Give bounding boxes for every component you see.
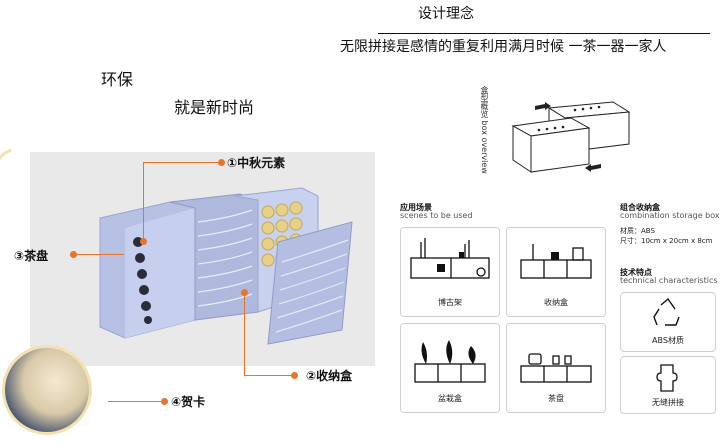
storage-box-icon <box>520 244 592 279</box>
tech-label-seamless: 无缝拼接 <box>652 398 684 407</box>
greeting-card-photo <box>5 348 89 432</box>
tech-card-abs: ABS材质 <box>620 292 716 352</box>
callout-line-2h <box>244 375 295 376</box>
callout-line-1h <box>143 162 225 163</box>
product-photo <box>30 152 375 366</box>
callout-dot-2b <box>291 372 298 379</box>
puzzle-icon <box>656 364 678 392</box>
tech-card-seamless: 无缝拼接 <box>620 356 716 414</box>
callout-line-1v <box>143 162 144 242</box>
title-underline <box>378 33 710 34</box>
box-overview-cn: 盒型概览 <box>480 86 489 118</box>
recycle-icon <box>653 297 680 326</box>
scene-card-planter: 盆栽盒 <box>400 323 500 413</box>
scenes-subtitle: scenes to be used <box>400 211 473 220</box>
design-concept-text: 无限拼接是感情的重复利用满月时候 一茶一器一家人 <box>340 39 667 55</box>
callout-dot-3 <box>70 251 77 258</box>
scene-card-storage: 收纳盒 <box>506 227 606 317</box>
eco-slogan-line1: 环保 <box>101 70 134 89</box>
scene-label-tea-tray: 茶盘 <box>548 394 564 403</box>
product-illustration <box>99 187 353 345</box>
scene-label-storage: 收纳盒 <box>544 298 568 307</box>
tech-label-abs: ABS材质 <box>652 336 684 345</box>
design-concept-title: 设计理念 <box>418 6 474 22</box>
callout-line-4 <box>108 401 166 402</box>
callout-label-mid-autumn: ①中秋元素 <box>227 156 286 170</box>
material-spec: 材质：ABS <box>620 227 655 235</box>
callout-line-2v <box>244 292 245 375</box>
tech-title: 技术特点 <box>620 268 652 277</box>
scenes-title: 应用场景 <box>400 203 432 212</box>
callout-dot-4 <box>161 398 168 405</box>
scene-card-tea-tray: 茶盘 <box>506 323 606 413</box>
size-spec: 尺寸：10cm x 20cm x 8cm <box>620 237 713 245</box>
scene-card-shelf: 博古架 <box>400 227 500 317</box>
combination-subtitle: combination storage box <box>620 211 720 220</box>
box-overview-label: 盒型概览 box overview <box>479 86 489 174</box>
callout-dot-2 <box>241 289 248 296</box>
combination-title: 组合收纳盒 <box>620 203 660 212</box>
callout-label-storage: ②收纳盒 <box>306 369 353 383</box>
callout-dot-1b <box>218 159 225 166</box>
callout-dot-1 <box>140 238 147 245</box>
callout-label-greeting-card: ④贺卡 <box>171 395 206 409</box>
scene-label-shelf: 博古架 <box>438 298 462 307</box>
shelf-icon <box>410 238 490 279</box>
tea-tray-icon <box>520 353 592 383</box>
eco-slogan-line2: 就是新时尚 <box>174 98 255 117</box>
callout-line-3 <box>74 254 124 255</box>
scene-label-planter: 盆栽盒 <box>438 394 462 403</box>
callout-label-tea-tray: ③茶盘 <box>14 249 49 263</box>
planter-icon <box>414 340 486 383</box>
box-overview-illustration <box>505 98 633 182</box>
box-overview-en: box overview <box>480 120 489 174</box>
tech-subtitle: technical characteristics <box>620 276 718 285</box>
